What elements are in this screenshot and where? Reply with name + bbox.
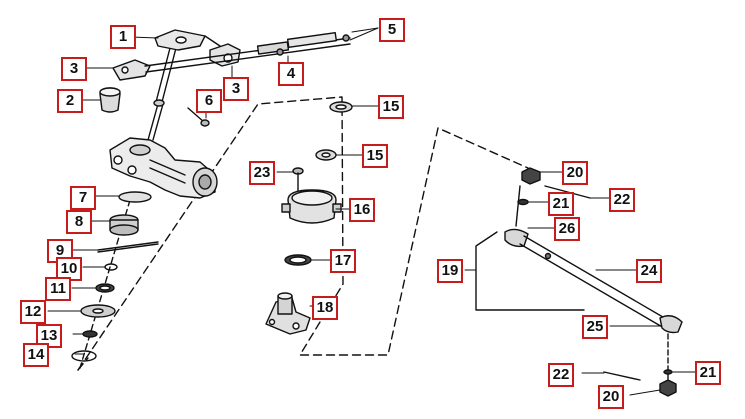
part-23-bolt xyxy=(292,167,304,195)
column-washer xyxy=(153,99,165,107)
part-10-washer xyxy=(104,263,118,271)
callout-12: 12 xyxy=(20,300,46,324)
part-3-left-bracket xyxy=(112,59,151,81)
part-4-5-linkage xyxy=(144,31,351,73)
callout-23: 23 xyxy=(249,161,275,185)
callout-16: 16 xyxy=(349,198,375,222)
callout-21b: 21 xyxy=(695,361,721,385)
callout-8: 8 xyxy=(66,210,92,234)
callout-1: 1 xyxy=(110,25,136,49)
callout-18: 18 xyxy=(312,296,338,320)
callout-3b: 3 xyxy=(223,77,249,101)
part-7-washer xyxy=(118,191,152,203)
callout-5: 5 xyxy=(379,18,405,42)
callout-24: 24 xyxy=(636,259,662,283)
callout-15a: 15 xyxy=(378,95,404,119)
callout-19: 19 xyxy=(437,259,463,283)
part-1-top-bracket xyxy=(154,29,221,51)
steering-gearbox xyxy=(109,137,218,199)
part-16-clamp xyxy=(281,189,342,224)
callout-25: 25 xyxy=(582,315,608,339)
leader-lines xyxy=(47,27,696,396)
callout-22a: 22 xyxy=(609,188,635,212)
part-18-mount xyxy=(265,292,311,335)
callout-11: 11 xyxy=(45,277,71,301)
callout-20b: 20 xyxy=(598,385,624,409)
callout-22b: 22 xyxy=(548,363,574,387)
part-13-ring xyxy=(82,330,98,338)
callout-2: 2 xyxy=(57,89,83,113)
callout-26: 26 xyxy=(554,217,580,241)
part-14-washer xyxy=(71,350,97,362)
callout-7: 7 xyxy=(70,186,96,210)
callout-4: 4 xyxy=(278,62,304,86)
callout-6: 6 xyxy=(196,89,222,113)
steering-column xyxy=(79,47,177,369)
part-2-bushing xyxy=(99,87,121,113)
callout-20a: 20 xyxy=(562,161,588,185)
part-19-bracket xyxy=(475,231,585,311)
part-6-bolt xyxy=(187,107,210,127)
callout-15b: 15 xyxy=(362,144,388,168)
callout-3a: 3 xyxy=(61,57,87,81)
part-8-bearing xyxy=(109,214,139,236)
callout-17: 17 xyxy=(330,249,356,273)
callout-21a: 21 xyxy=(548,192,574,216)
part-9-pin xyxy=(97,241,159,251)
callout-14: 14 xyxy=(23,343,49,367)
